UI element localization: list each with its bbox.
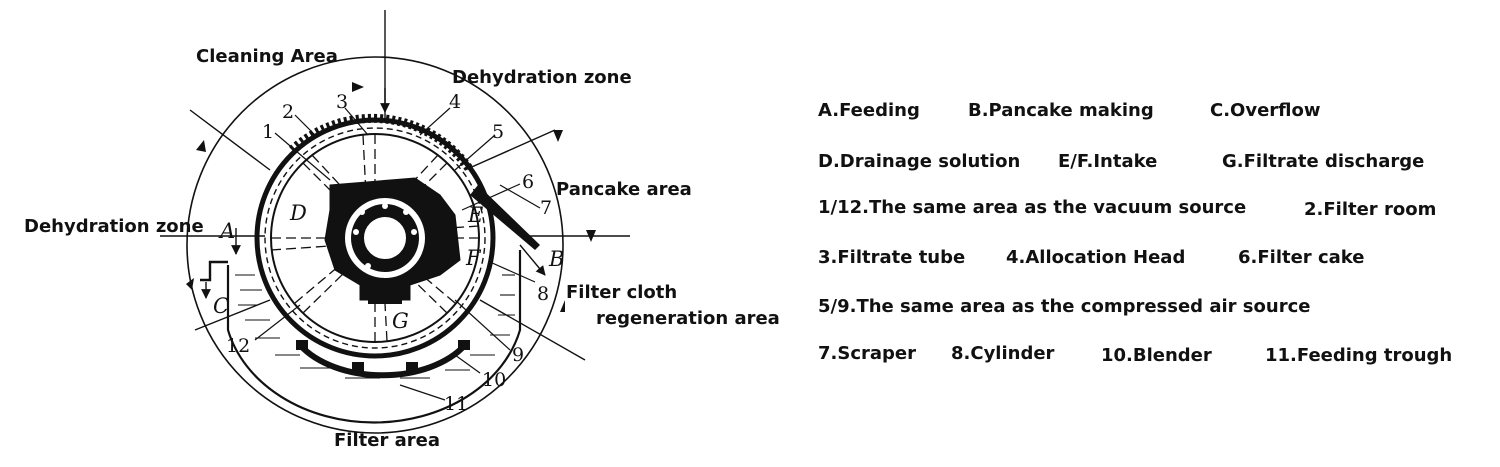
zone-label-pancake: Pancake area <box>556 179 692 200</box>
legend-scraper: 7.Scraper <box>818 343 916 364</box>
blender-paddles <box>296 340 470 372</box>
label-7: 7 <box>540 197 552 219</box>
slurry-hatching <box>235 274 515 379</box>
leader-lines <box>254 107 541 401</box>
overflow-pipe <box>200 260 228 282</box>
legend-feeding: A.Feeding <box>818 100 920 121</box>
legend-vacuum-source: 1/12.The same area as the vacuum source <box>818 197 1247 218</box>
zone-arrows <box>186 82 596 312</box>
legend-cylinder: 8.Cylinder <box>951 343 1055 364</box>
zone-label-regeneration-2: regeneration area <box>596 308 780 329</box>
discharge-arrow <box>519 244 546 276</box>
label-3: 3 <box>336 91 348 113</box>
legend-compressed-air: 5/9.The same area as the compressed air … <box>818 296 1311 317</box>
allocation-stem <box>368 290 402 304</box>
legend-pancake-making: B.Pancake making <box>968 100 1154 121</box>
letter-B: B <box>548 247 564 271</box>
filter-cake <box>288 113 474 173</box>
label-8: 8 <box>537 283 549 305</box>
legend-drainage-solution: D.Drainage solution <box>818 151 1021 172</box>
label-1: 1 <box>262 121 274 143</box>
filter-cake-ring <box>264 127 486 349</box>
shaft <box>362 215 408 261</box>
zone-circle <box>186 56 564 434</box>
legend-feeding-trough: 11.Feeding trough <box>1265 345 1453 366</box>
zone-label-filter: Filter area <box>334 430 440 451</box>
blender <box>297 342 468 379</box>
legend-filtrate-tube: 3.Filtrate tube <box>818 247 966 268</box>
letter-A: A <box>218 219 235 243</box>
zone-label-cleaning: Cleaning Area <box>196 46 338 67</box>
letter-F: F <box>465 246 482 270</box>
legend-filter-cake: 6.Filter cake <box>1238 247 1365 268</box>
letter-D: D <box>289 201 307 225</box>
letter-C: C <box>213 294 229 318</box>
label-2: 2 <box>282 101 294 123</box>
legend: A.Feeding B.Pancake making C.Overflow D.… <box>818 0 1488 467</box>
letter-E: E <box>467 203 483 227</box>
label-11: 11 <box>444 393 468 415</box>
rotary-vacuum-filter-diagram: Cleaning Area Dehydration zone Pancake a… <box>24 10 780 451</box>
letter-G: G <box>392 309 409 333</box>
feeding-trough <box>226 250 522 424</box>
legend-filtrate-discharge: G.Filtrate discharge <box>1222 151 1425 172</box>
allocation-ports <box>353 203 417 269</box>
legend-intake: E/F.Intake <box>1058 151 1158 172</box>
legend-filter-room: 2.Filter room <box>1304 199 1437 220</box>
label-9: 9 <box>512 344 524 366</box>
legend-overflow: C.Overflow <box>1210 100 1321 121</box>
zone-label-dehydration-left: Dehydration zone <box>24 216 204 237</box>
label-6: 6 <box>522 171 534 193</box>
label-5: 5 <box>492 121 504 143</box>
legend-allocation-head: 4.Allocation Head <box>1006 247 1186 268</box>
zone-label-dehydration-top: Dehydration zone <box>452 67 632 88</box>
legend-blender: 10.Blender <box>1101 345 1212 366</box>
label-4: 4 <box>449 91 461 113</box>
label-12: 12 <box>226 335 250 357</box>
scraper <box>470 185 540 250</box>
label-10: 10 <box>482 369 506 391</box>
zone-label-regeneration-1: Filter cloth <box>566 282 677 303</box>
